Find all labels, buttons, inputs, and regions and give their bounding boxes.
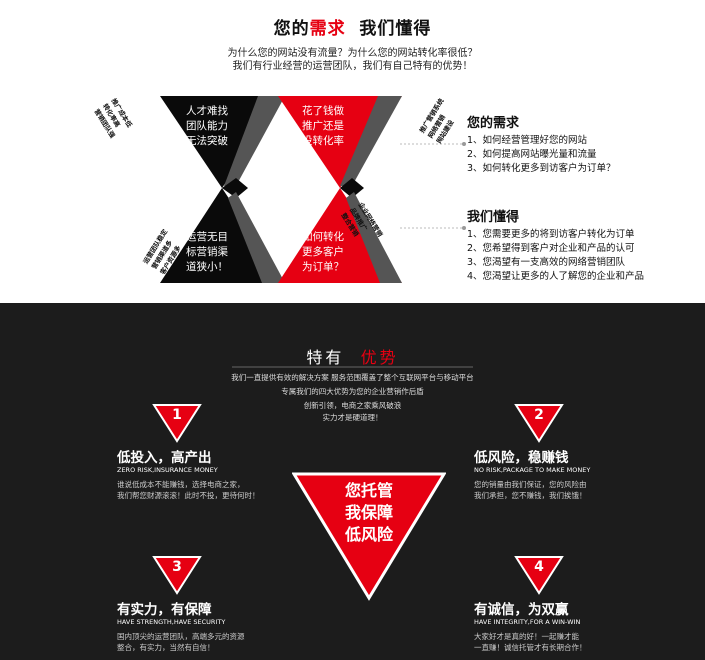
feature-2-triangle xyxy=(514,404,564,443)
advantage-line-1: 我们一直提供有效的解决方案 服务范围覆盖了整个互联网平台与移动平台 xyxy=(231,373,474,382)
advantage-title-highlight: 优势 xyxy=(360,348,399,367)
feature-english: HAVE INTEGRITY,FOR A WIN-WIN xyxy=(474,618,581,626)
feature-1: 低投入，高产出 ZERO RISK,INSURANCE MONEY 谁说低成本不… xyxy=(117,446,260,501)
subtitle-line-1: 为什么您的网站没有流量？为什么您的网站转化率很低？ xyxy=(227,48,478,59)
understand-heading: 我们懂得 xyxy=(467,210,520,225)
triangle-shadow-top-right xyxy=(340,96,402,186)
feature-english: HAVE STRENGTH,HAVE SECURITY xyxy=(117,618,226,626)
title-prefix: 您的 xyxy=(273,19,310,39)
connector-dot-bottom xyxy=(462,226,466,230)
understand-block: 我们懂得 1、您需要更多的将到访客户转化为订单 2、您希望得到客户对企业和产品的… xyxy=(467,206,644,284)
feature-desc: 大家好才是真的好！一起赚才能 xyxy=(474,632,579,641)
feature-1-triangle xyxy=(152,404,202,443)
feature-desc: 谁说低成本不能赚钱，选择电商之家， xyxy=(117,480,245,489)
feature-desc: 整合，有实力，当然有自信！ xyxy=(117,643,215,652)
hourglass-text-top-left: 人才难找团队能力无法突破 xyxy=(186,105,228,147)
feature-2: 低风险，稳赚钱 NO RISK,PACKAGE TO MAKE MONEY 您的… xyxy=(474,446,590,501)
feature-heading: 有诚信，为双赢 xyxy=(474,602,569,618)
title-suffix: 我们懂得 xyxy=(359,19,432,39)
diamond-left xyxy=(222,178,248,198)
feature-desc: 国内顶尖的运营团队，高端多元的资源 xyxy=(117,632,245,641)
hourglass-graphic xyxy=(160,96,402,283)
advantage-title-prefix: 特有 xyxy=(306,348,345,367)
feature-4-triangle xyxy=(514,556,564,595)
hourglass-text-bottom-left: 运营无目标营销渠道狭小！ xyxy=(186,231,228,273)
center-triangle-shape xyxy=(292,472,446,601)
triangle-shadow-top xyxy=(224,96,285,186)
advantage-line-3: 创新引领，电商之家乘风破浪 xyxy=(303,401,402,410)
hourglass-text-bottom-right: 如何转化更多客户为订单？ xyxy=(302,231,344,273)
connector-lines xyxy=(400,142,466,230)
needs-item: 3、如何转化更多到访客户为订单？ xyxy=(467,163,616,174)
needs-item: 2、如何提高网站曝光量和流量 xyxy=(467,149,597,160)
feature-1-triangle-shape xyxy=(152,404,202,443)
feature-english: NO RISK,PACKAGE TO MAKE MONEY xyxy=(474,466,591,474)
center-triangle xyxy=(292,472,446,601)
feature-desc: 您的销量由我们保证，您的风险由 xyxy=(474,480,587,489)
needs-item: 1、如何经营管理好您的网站 xyxy=(467,135,588,146)
triangle-shadow-bottom xyxy=(228,192,285,283)
feature-4-number: 4 xyxy=(534,559,544,575)
feature-desc: 我们帮您财源滚滚！此时不投，更待何时！ xyxy=(117,491,260,500)
hourglass-text-top-right: 花了钱做推广还是没转化率 xyxy=(302,105,344,147)
side-label-left-top: 推广成本低转化率高营销团队强 xyxy=(92,97,134,140)
feature-2-triangle-shape xyxy=(514,404,564,443)
feature-3-number: 3 xyxy=(172,559,182,575)
center-triangle-text: 您托管我保障低风险 xyxy=(344,481,393,544)
feature-3: 有实力，有保障 HAVE STRENGTH,HAVE SECURITY 国内顶尖… xyxy=(117,598,245,653)
understand-item: 1、您需要更多的将到访客户转化为订单 xyxy=(467,229,635,240)
understand-item: 3、您渴望有一支高效的网络营销团队 xyxy=(467,257,626,268)
feature-heading: 低风险，稳赚钱 xyxy=(474,450,569,466)
diamond-right xyxy=(340,178,364,198)
needs-heading: 您的需求 xyxy=(467,116,520,131)
feature-heading: 有实力，有保障 xyxy=(117,602,212,618)
subtitle-line-2: 我们有行业经营的运营团队，我们有自己特有的优势！ xyxy=(232,61,473,72)
understand-item: 4、您渴望让更多的人了解您的企业和产品 xyxy=(467,271,645,282)
understand-item: 2、您希望得到客户对企业和产品的认可 xyxy=(467,243,635,254)
feature-desc: 一直赚！诚信托管才有长期合作！ xyxy=(474,643,587,652)
advantage-title: 特有 优势 xyxy=(0,344,705,368)
feature-4: 有诚信，为双赢 HAVE INTEGRITY,FOR A WIN-WIN 大家好… xyxy=(474,598,587,653)
feature-4-triangle-shape xyxy=(514,556,564,595)
title-highlight: 需求 xyxy=(309,19,346,39)
triangle-shadow-bottom-right xyxy=(346,192,402,283)
feature-heading: 低投入，高产出 xyxy=(117,450,212,466)
feature-3-triangle xyxy=(152,556,202,595)
page-title: 您的需求 我们懂得 xyxy=(0,14,705,39)
needs-block: 您的需求 1、如何经营管理好您的网站 2、如何提高网站曝光量和流量 3、如何转化… xyxy=(467,112,616,176)
feature-1-number: 1 xyxy=(172,407,182,423)
feature-english: ZERO RISK,INSURANCE MONEY xyxy=(117,466,218,474)
feature-3-triangle-shape xyxy=(152,556,202,595)
feature-2-number: 2 xyxy=(534,407,544,423)
advantage-line-2: 专属我们的四大优势为您的企业营销作后盾 xyxy=(281,387,424,396)
feature-desc: 我们承担，您不赚钱，我们挨饿！ xyxy=(474,491,587,500)
advantage-line-4: 实力才是硬道理！ xyxy=(322,413,383,422)
title-underline xyxy=(232,366,473,368)
connector-dot-top xyxy=(462,142,466,146)
